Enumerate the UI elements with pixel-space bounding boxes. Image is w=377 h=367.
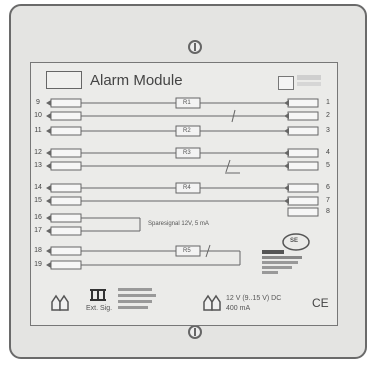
terminal-17: 17	[34, 227, 42, 234]
cert-mark: SE	[290, 238, 299, 244]
spare-signal-text: Sparesignal 12V, 5 mA	[148, 221, 209, 227]
left-label-17	[50, 226, 82, 236]
terminal-13: 13	[34, 162, 42, 169]
left-label-11	[50, 126, 82, 136]
relay-r5	[175, 245, 201, 257]
title-box	[46, 71, 82, 89]
terminal-5: 5	[326, 162, 330, 169]
left-label-10	[50, 111, 82, 121]
id-badge-text	[297, 75, 321, 80]
certification-block	[262, 233, 310, 274]
terminal-10: 10	[34, 112, 42, 119]
terminal-11: 11	[34, 127, 42, 134]
terminal-18: 18	[34, 247, 42, 254]
module-title: Alarm Module	[90, 72, 183, 89]
current-rating: 400 mA	[226, 305, 251, 312]
terminal-6: 6	[326, 184, 330, 191]
relay-label-r1: R1	[183, 100, 191, 106]
terminal-1: 1	[326, 99, 330, 106]
power-rating: 12 V (9..15 V) DC	[226, 295, 282, 302]
left-label-18	[50, 246, 82, 256]
id-badge	[278, 76, 294, 90]
ce-mark-icon: CE	[312, 296, 329, 310]
left-label-12	[50, 148, 82, 158]
relay-r4	[175, 182, 201, 194]
terminal-4: 4	[326, 149, 330, 156]
left-label-19	[50, 260, 82, 270]
relay-label-r5: R5	[183, 248, 191, 254]
relay-r2	[175, 125, 201, 137]
relay-r3	[175, 147, 201, 159]
terminal-8: 8	[326, 208, 330, 215]
bottom-screw-icon	[188, 325, 202, 339]
terminal-3: 3	[326, 127, 330, 134]
terminal-2: 2	[326, 112, 330, 119]
relay-r1	[175, 97, 201, 109]
left-label-14	[50, 183, 82, 193]
id-badge-text-2	[297, 82, 321, 86]
left-label-9	[50, 98, 82, 108]
left-label-15	[50, 196, 82, 206]
terminal-19: 19	[34, 261, 42, 268]
left-label-16	[50, 213, 82, 223]
terminal-16: 16	[34, 214, 42, 221]
ext-sig-label: Ext. Sig.	[86, 305, 113, 312]
terminal-15: 15	[34, 197, 42, 204]
relay-label-r2: R2	[183, 128, 191, 134]
left-label-13	[50, 161, 82, 171]
terminal-7: 7	[326, 197, 330, 204]
relay-label-r4: R4	[183, 185, 191, 191]
terminal-9: 9	[36, 99, 40, 106]
terminal-12: 12	[34, 149, 42, 156]
terminal-14: 14	[34, 184, 42, 191]
relay-label-r3: R3	[183, 150, 191, 156]
top-screw-icon	[188, 40, 202, 54]
